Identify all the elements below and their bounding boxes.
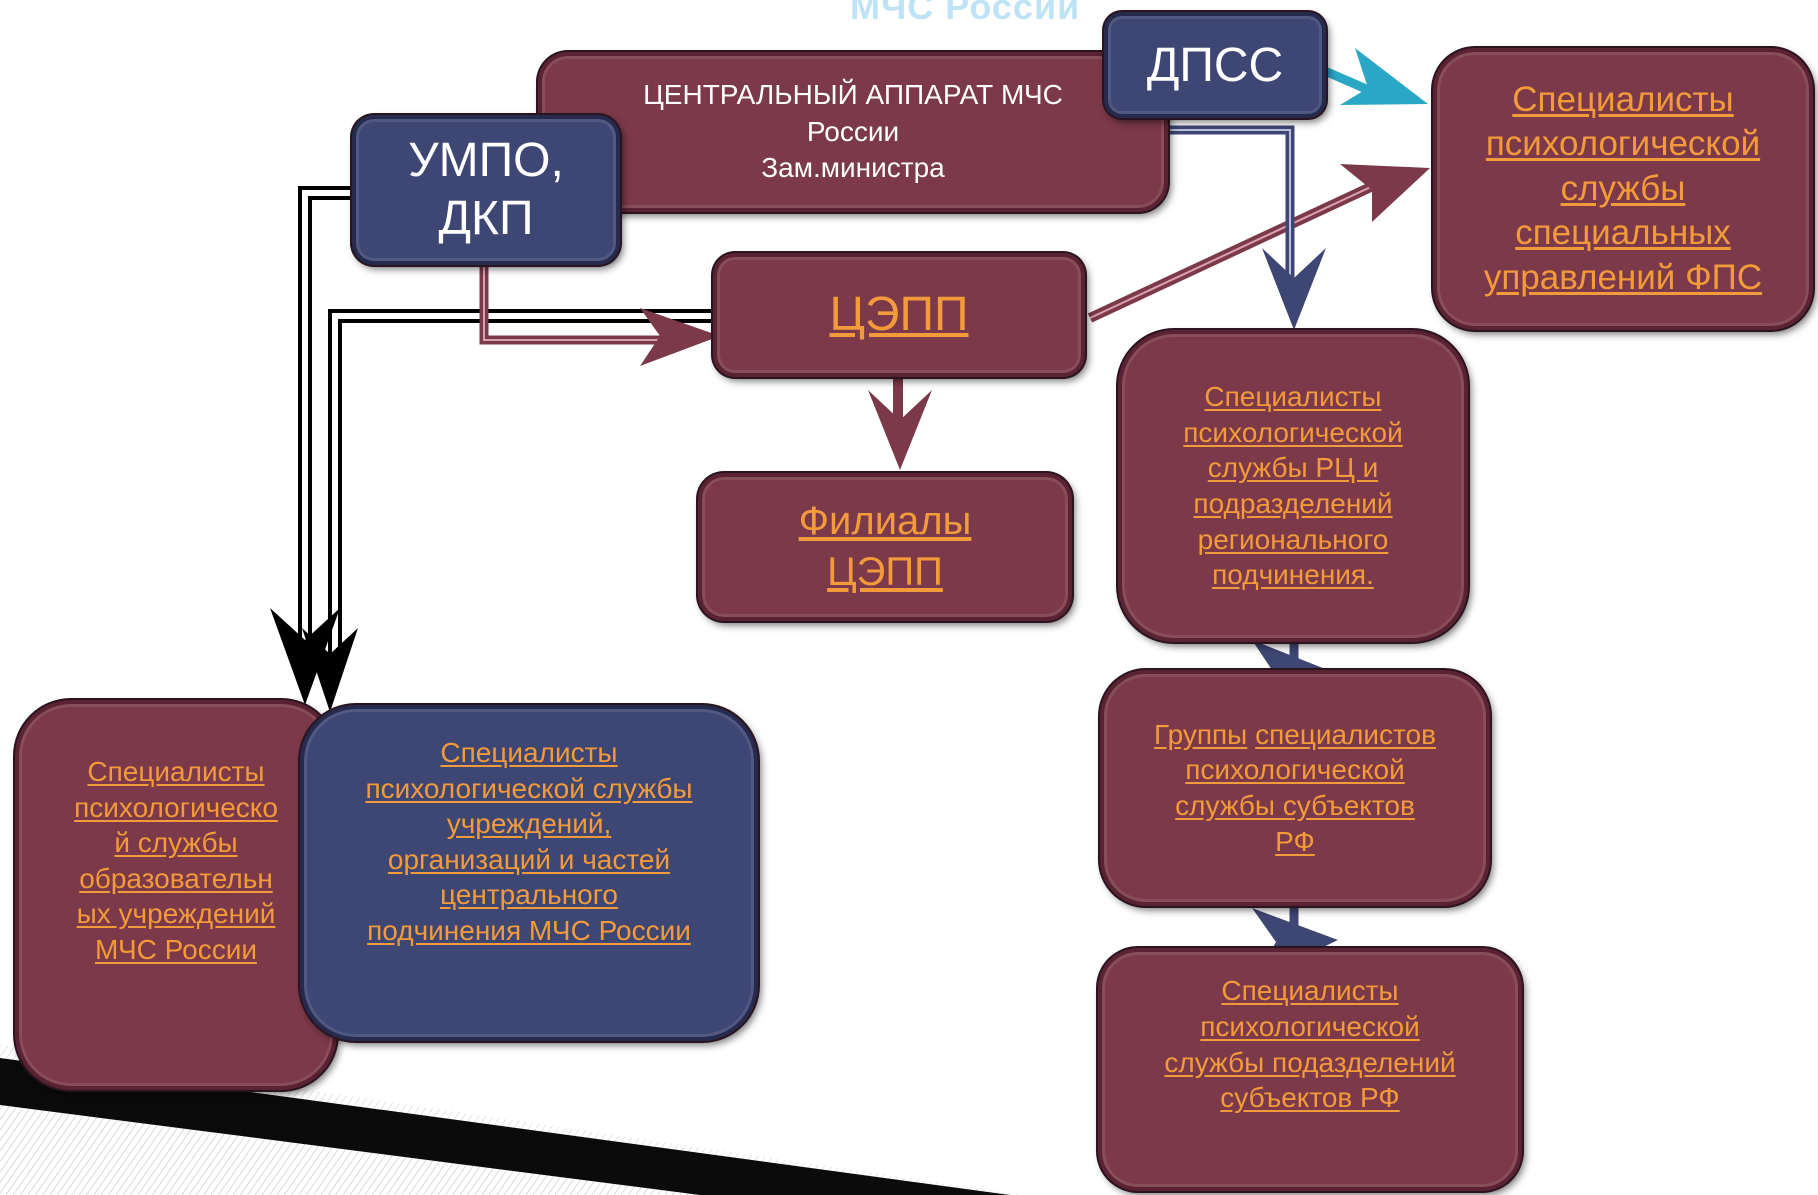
edu-line-6[interactable]: МЧС России — [95, 933, 257, 965]
central-sub-line-6[interactable]: подчинения МЧС России — [367, 914, 691, 946]
subdiv-line-1[interactable]: Специалисты — [1221, 975, 1399, 1007]
cepp-link[interactable]: ЦЭПП — [829, 287, 969, 341]
rc-line-4[interactable]: подразделений — [1193, 488, 1393, 519]
page-title: МЧС России — [850, 0, 1081, 27]
cyan-arrow-dpss-fps — [1316, 48, 1428, 105]
navy-arrow-dpss-rc — [1166, 125, 1326, 330]
central-apparatus-box: ЦЕНТРАЛЬНЫЙ АППАРАТ МЧС России Зам.минис… — [538, 52, 1168, 212]
edu-line-3[interactable]: й службы — [114, 827, 238, 859]
rc-specialists-box[interactable]: Специалисты психологической службы РЦ и … — [1118, 330, 1468, 642]
black-arrows — [298, 186, 715, 660]
central-sub-line-5[interactable]: центрального — [440, 879, 618, 911]
rc-line-6[interactable]: подчинения. — [1212, 559, 1374, 591]
groups-line-2[interactable]: психологической — [1185, 754, 1405, 786]
edu-line-2[interactable]: психологическо — [74, 791, 278, 823]
filialy-box[interactable]: Филиалы ЦЭПП — [698, 473, 1072, 621]
maroon-arrow-cepp-filialy — [868, 372, 932, 470]
dpss-box: ДПСС — [1104, 12, 1326, 118]
rc-line-1[interactable]: Специалисты — [1204, 381, 1382, 413]
central-subordination-box[interactable]: Специалисты психологической службы учреж… — [300, 705, 758, 1041]
fps-line-3[interactable]: службы — [1560, 168, 1686, 208]
education-specialists-box[interactable]: Специалисты психологическо й службы обра… — [15, 700, 337, 1090]
central-line-2: России — [806, 115, 900, 147]
maroon-arrow-umpo-cepp — [479, 262, 720, 366]
central-sub-line-1[interactable]: Специалисты — [440, 737, 618, 768]
groups-first-line: Группы специалистов — [1154, 717, 1436, 753]
edu-line-4[interactable]: образовательн — [79, 862, 273, 894]
dpss-label: ДПСС — [1146, 38, 1284, 92]
fps-line-1[interactable]: Специалисты — [1512, 79, 1734, 119]
central-line-3: Зам.министра — [761, 152, 945, 184]
central-line-1: ЦЕНТРАЛЬНЫЙ АППАРАТ МЧС — [643, 79, 1063, 111]
black-arrowhead-1 — [270, 608, 340, 705]
subdiv-line-2[interactable]: психологической — [1200, 1010, 1420, 1042]
central-sub-line-3[interactable]: учреждений, — [446, 808, 612, 840]
fps-line-2[interactable]: психологической — [1485, 124, 1761, 164]
central-sub-line-2[interactable]: психологической службы — [365, 772, 693, 804]
rc-line-2[interactable]: психологической — [1183, 416, 1403, 448]
subdiv-line-3[interactable]: службы подазделений — [1164, 1046, 1456, 1078]
central-sub-line-4[interactable]: организаций и частей — [387, 843, 671, 875]
umpo-line-2: ДКП — [438, 192, 534, 245]
groups-word-link[interactable]: Группы — [1154, 718, 1248, 750]
cepp-box[interactable]: ЦЭПП — [713, 253, 1085, 377]
rc-line-5[interactable]: регионального — [1197, 523, 1389, 555]
filialy-line-1[interactable]: Филиалы — [798, 499, 972, 544]
fps-line-5[interactable]: управлений ФПС — [1483, 257, 1763, 297]
groups-line-1[interactable]: специалистов — [1255, 718, 1436, 750]
filialy-line-2[interactable]: ЦЭПП — [827, 550, 943, 594]
groups-line-3[interactable]: службы субъектов — [1175, 790, 1415, 821]
umpo-box: УМПО, ДКП — [352, 115, 620, 265]
fps-specialists-box[interactable]: Специалисты психологической службы специ… — [1433, 48, 1813, 330]
groups-line-4[interactable]: РФ — [1275, 825, 1315, 857]
black-arrowhead-2 — [302, 628, 358, 712]
umpo-line-1: УМПО, — [408, 134, 564, 188]
rc-line-3[interactable]: службы РЦ и — [1207, 452, 1379, 484]
subdivisions-box[interactable]: Специалисты психологической службы подаз… — [1098, 948, 1522, 1191]
groups-box[interactable]: Группы специалистов психологической служ… — [1100, 670, 1490, 906]
maroon-arrow-cepp-fps — [1087, 164, 1430, 323]
edu-line-5[interactable]: ых учреждений — [76, 898, 276, 930]
fps-line-4[interactable]: специальных — [1515, 213, 1731, 253]
edu-line-1[interactable]: Специалисты — [87, 756, 265, 787]
subdiv-line-4[interactable]: субъектов РФ — [1220, 1082, 1400, 1114]
